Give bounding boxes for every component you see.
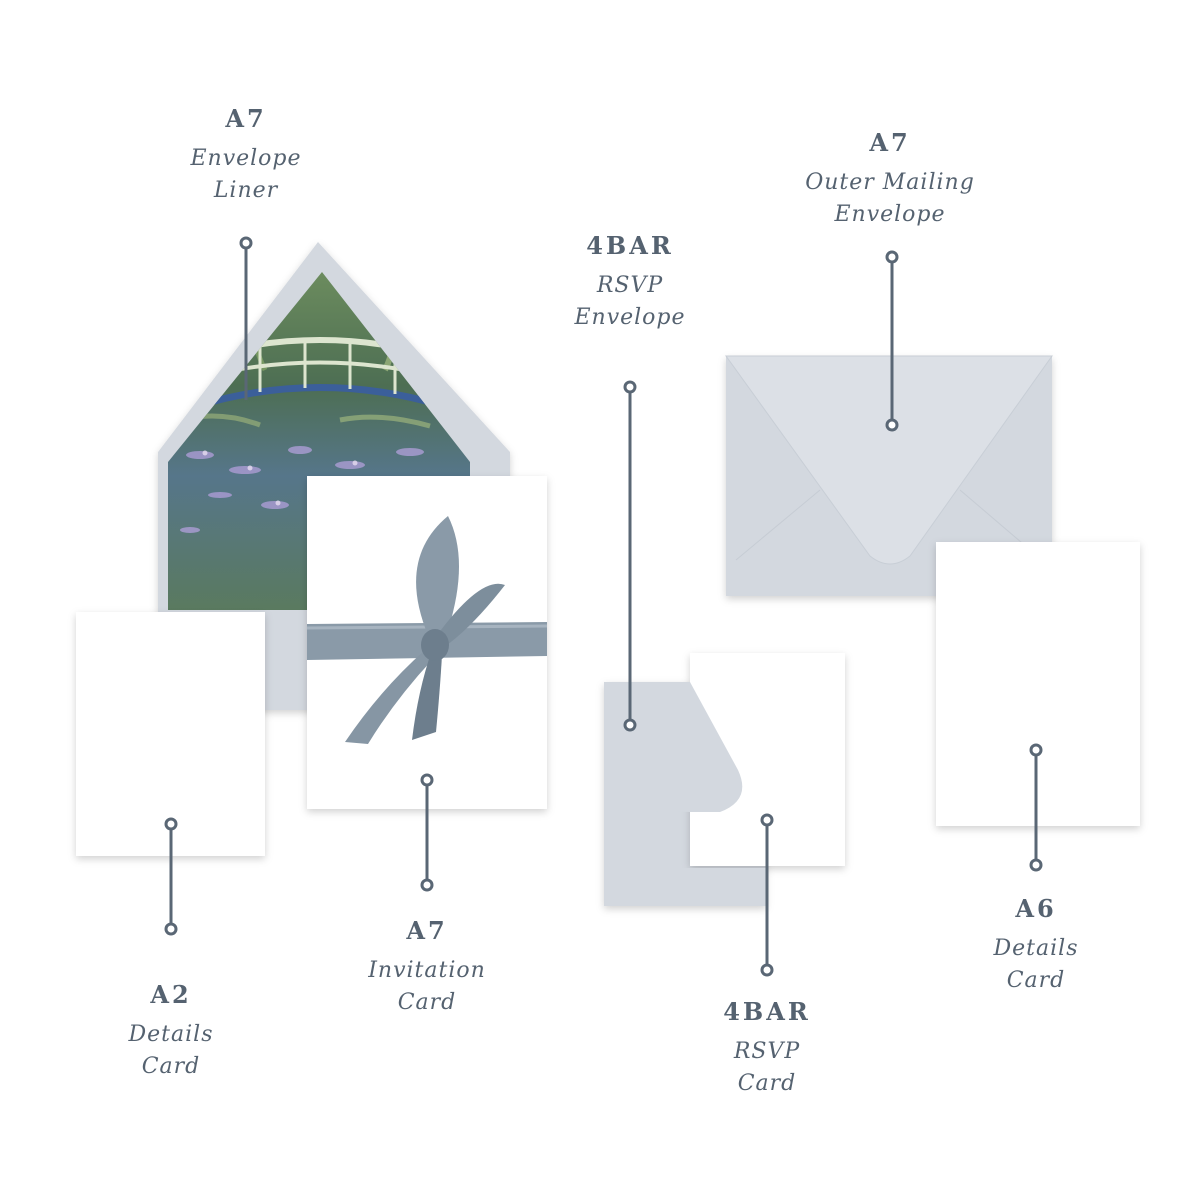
label-size: A2 [150, 980, 192, 1009]
a6-details-leader [1029, 743, 1043, 872]
label-description: Envelope Liner [116, 143, 376, 207]
outer-envelope-leader [885, 250, 899, 432]
label-description: RSVP Card [637, 1036, 897, 1100]
label-line: RSVP [596, 273, 664, 298]
label-line: Envelope [574, 305, 686, 330]
label-line: Details [993, 936, 1079, 961]
label-description: Outer Mailing Envelope [760, 167, 1020, 231]
label-a6-details: A6 Details Card [906, 894, 1166, 997]
label-size: 4BAR [586, 231, 674, 260]
label-size: 4BAR [723, 997, 811, 1026]
a6-details-card [936, 542, 1140, 826]
label-line: Envelope [834, 202, 946, 227]
label-line: Envelope [190, 146, 302, 171]
a2-details-card [76, 612, 265, 856]
label-description: Details Card [41, 1019, 301, 1083]
label-size: A7 [869, 128, 911, 157]
ribbon-bow [306, 516, 548, 744]
rsvp-card-leader [760, 813, 774, 977]
label-line: Details [128, 1022, 214, 1047]
rsvp-envelope-flap [604, 682, 743, 812]
label-size: A6 [1015, 894, 1057, 923]
label-invitation: A7 Invitation Card [297, 916, 557, 1019]
leader-lines [164, 236, 1043, 977]
outer-envelope-flap [725, 355, 1053, 565]
label-rsvp-envelope: 4BAR RSVP Envelope [500, 231, 760, 334]
label-line: Card [1006, 968, 1066, 993]
label-line: Card [737, 1071, 797, 1096]
label-line: Card [141, 1054, 201, 1079]
label-rsvp-card: 4BAR RSVP Card [637, 997, 897, 1100]
label-description: RSVP Envelope [500, 270, 760, 334]
rsvp-envelope-leader [623, 380, 637, 732]
envelope-liner-leader [239, 236, 253, 400]
label-description: Details Card [906, 933, 1166, 997]
label-size: A7 [406, 916, 448, 945]
label-line: Liner [213, 178, 279, 203]
a2-details-leader [164, 817, 178, 936]
label-envelope-liner: A7 Envelope Liner [116, 104, 376, 207]
label-line: Invitation [368, 958, 486, 983]
label-size: A7 [225, 104, 267, 133]
label-description: Invitation Card [297, 955, 557, 1019]
label-line: RSVP [733, 1039, 801, 1064]
label-outer-envelope: A7 Outer Mailing Envelope [760, 128, 1020, 231]
label-line: Outer Mailing [805, 170, 975, 195]
invitation-leader [420, 773, 434, 892]
label-line: Card [397, 990, 457, 1015]
label-a2-details: A2 Details Card [41, 980, 301, 1083]
